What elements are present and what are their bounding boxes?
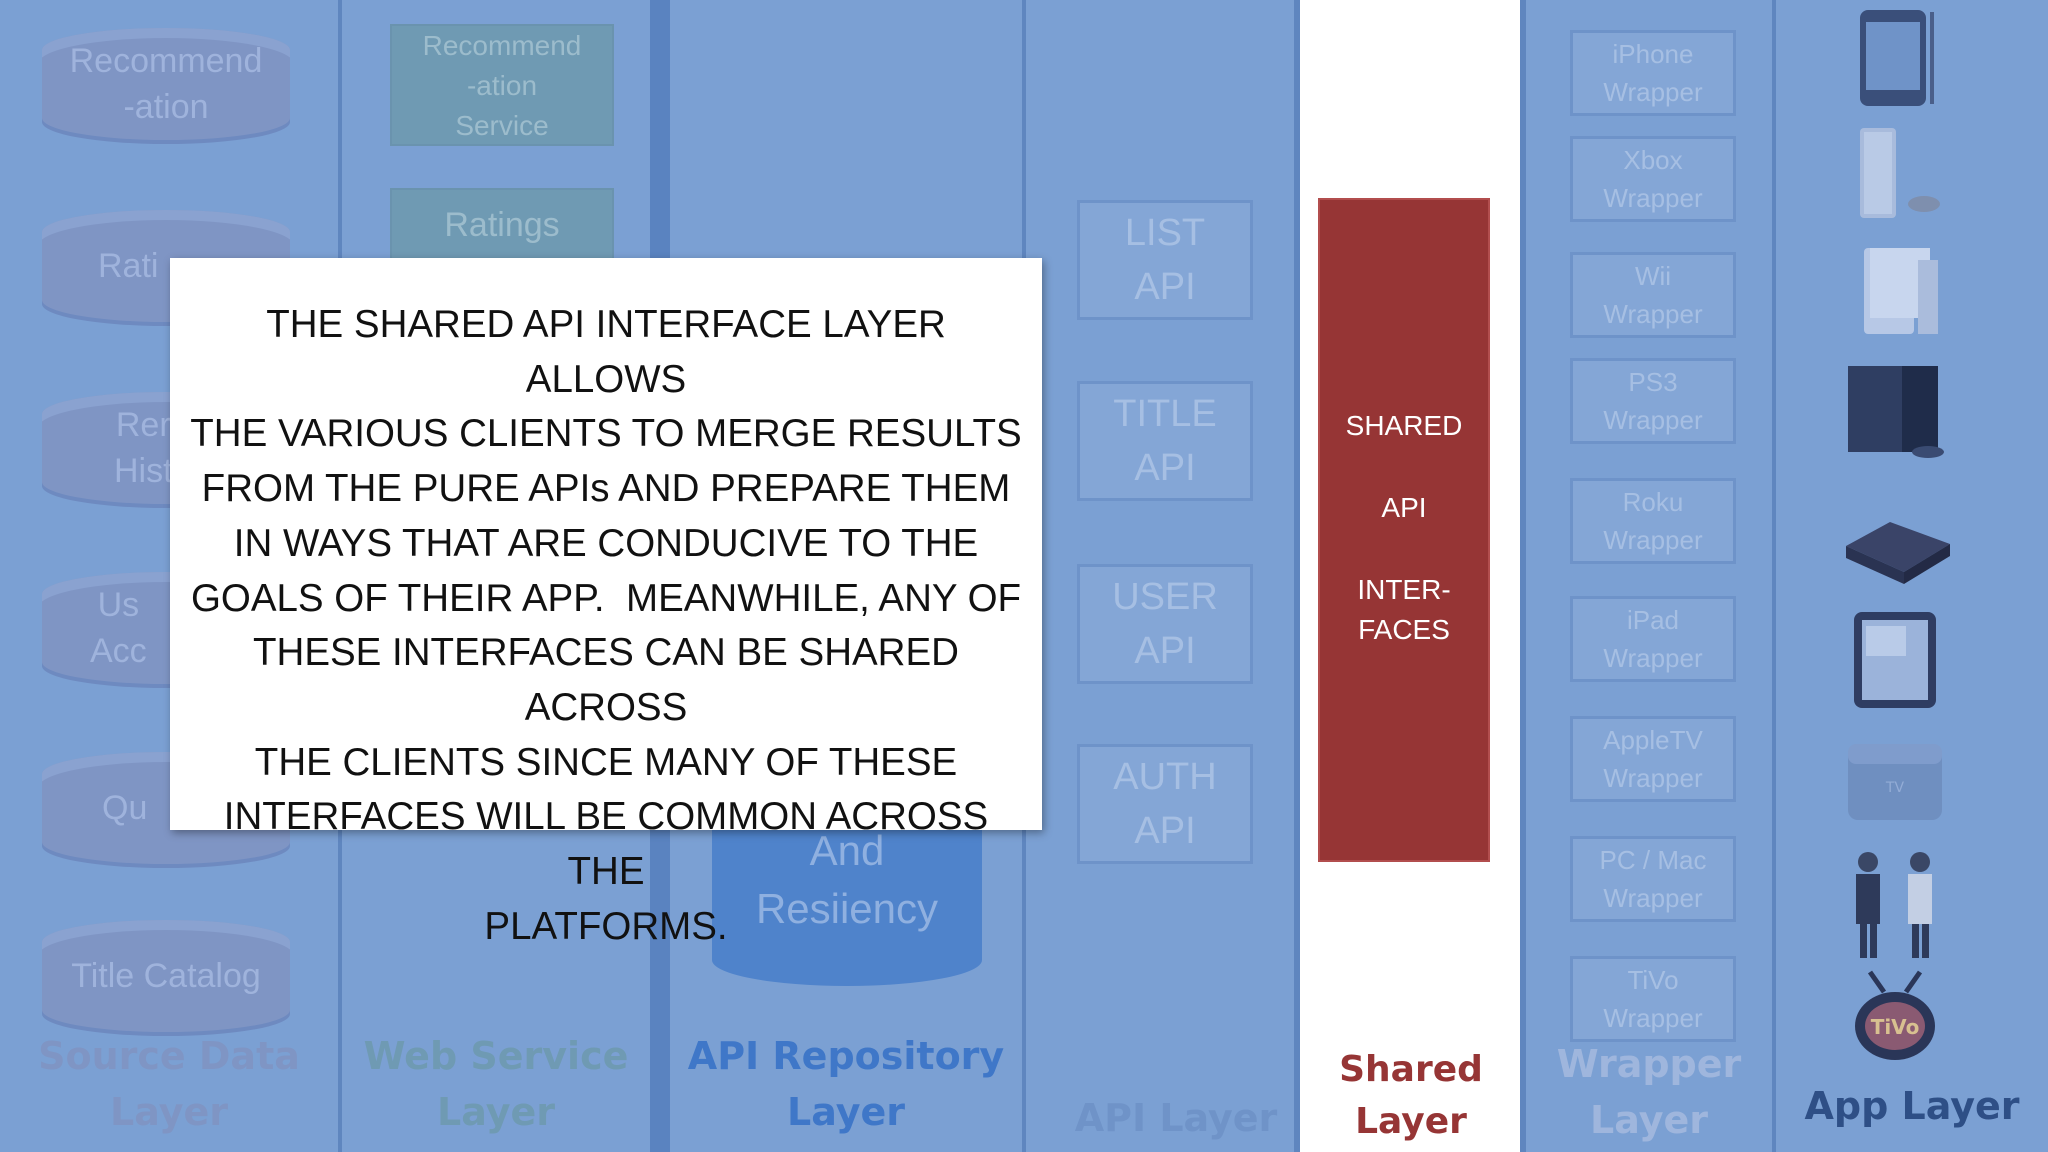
wrapper-line: Wrapper [1603, 525, 1703, 555]
svg-text:TV: TV [1885, 780, 1905, 796]
wrapper-line: AppleTV [1603, 725, 1703, 755]
shared-bar-line: SHARED [1345, 410, 1463, 441]
label-line: Shared [1339, 1049, 1483, 1090]
column-divider [1772, 0, 1776, 1152]
pc-mac-icon [1856, 852, 1932, 958]
callout-line: FROM THE PURE APIs AND PREPARE THEM [201, 467, 1011, 511]
label-line: Source Data [38, 1034, 300, 1078]
svg-text:TiVo: TiVo [1871, 1015, 1920, 1039]
app-layer-label: App Layer [1776, 1078, 2048, 1134]
api-box-line: LIST [1124, 212, 1206, 254]
pc-mac-wrapper-box: PC / Mac Wrapper [1570, 836, 1736, 922]
shared-bar-line: API [1381, 492, 1427, 523]
shared-bar-line: INTER- [1357, 574, 1451, 605]
api-repository-layer-label: API Repository Layer [670, 1028, 1022, 1140]
wrapper-line: Wrapper [1603, 883, 1703, 913]
wrapper-line: iPad [1626, 605, 1680, 635]
api-layer-label: API Layer [1026, 1090, 1326, 1146]
wrapper-line: Wrapper [1603, 299, 1703, 329]
label-line: Layer [787, 1090, 905, 1134]
ps3-wrapper-box: PS3 Wrapper [1570, 358, 1736, 444]
api-box-line: API [1134, 810, 1196, 852]
resiliency-line: And [809, 827, 885, 874]
roku-icon [1846, 522, 1950, 584]
resiliency-line: Resiiency [755, 885, 939, 932]
iphone-wrapper-box: iPhone Wrapper [1570, 30, 1736, 116]
ps3-icon [1848, 366, 1944, 458]
shared-bar-line: FACES [1358, 614, 1450, 645]
title-api-box: TITLE API [1077, 381, 1253, 501]
label-line: Wrapper [1556, 1042, 1742, 1086]
wrapper-line: Wrapper [1603, 763, 1703, 793]
list-api-box: LIST API [1077, 200, 1253, 320]
ipad-wrapper-box: iPad Wrapper [1570, 596, 1736, 682]
source-cylinder-recommendation: Recommend -ation [42, 28, 290, 140]
wrapper-line: Wrapper [1603, 77, 1703, 107]
wrapper-layer-label: Wrapper Layer [1526, 1036, 1772, 1148]
wrapper-line: Wrapper [1603, 183, 1703, 213]
ipad-icon [1854, 612, 1936, 708]
callout-line: PLATFORMS. [484, 904, 728, 948]
wrapper-line: Roku [1622, 487, 1684, 517]
xbox-icon [1860, 128, 1940, 218]
label-line: API Layer [1074, 1096, 1278, 1140]
wrapper-line: Wrapper [1603, 405, 1703, 435]
label-line: Layer [110, 1090, 228, 1134]
label-line: Layer [1590, 1098, 1708, 1142]
tivo-icon: TiVo [1855, 970, 1935, 1060]
wrapper-line: PC / Mac [1599, 845, 1707, 875]
explanation-callout: THE SHARED API INTERFACE LAYER ALLOWS TH… [170, 258, 1042, 948]
shared-api-interfaces-bar: SHARED API INTER- FACES [1318, 198, 1490, 862]
label-line: App Layer [1804, 1084, 2020, 1128]
xbox-wrapper-box: Xbox Wrapper [1570, 136, 1736, 222]
wrapper-line: Wrapper [1603, 643, 1703, 673]
wrapper-line: TiVo [1627, 965, 1679, 995]
source-cylinder-title-catalog: Title Catalog [42, 920, 290, 1032]
callout-line: GOALS OF THEIR APP. MEANWHILE, ANY OF [190, 576, 1022, 620]
user-api-box: USER API [1077, 564, 1253, 684]
api-box-line: API [1134, 266, 1196, 308]
wrapper-line: iPhone [1612, 39, 1694, 69]
wii-wrapper-box: Wii Wrapper [1570, 252, 1736, 338]
label-line: Layer [437, 1090, 555, 1134]
label-line: Layer [1355, 1101, 1467, 1142]
api-box-line: API [1134, 447, 1196, 489]
wrapper-line: Xbox [1623, 145, 1683, 175]
appletv-wrapper-box: AppleTV Wrapper [1570, 716, 1736, 802]
callout-line: THE VARIOUS CLIENTS TO MERGE RESULTS [190, 412, 1022, 456]
api-box-line: AUTH [1113, 756, 1217, 798]
api-box-line: API [1134, 630, 1196, 672]
callout-line: INTERFACES WILL BE COMMON ACROSS THE [223, 795, 989, 894]
api-box-line: USER [1112, 576, 1218, 618]
ratings-service-box: Ratings [390, 188, 614, 262]
callout-line: THESE INTERFACES CAN BE SHARED ACROSS [253, 631, 959, 729]
callout-line: THE CLIENTS SINCE MANY OF THESE [254, 740, 958, 784]
auth-api-box: AUTH API [1077, 744, 1253, 864]
wrapper-line: Wrapper [1603, 1003, 1703, 1033]
column-divider [1520, 0, 1526, 1152]
wrapper-line: PS3 [1628, 367, 1678, 397]
api-box-line: TITLE [1113, 393, 1217, 435]
recommendation-service-box: Recommend -ation Service [390, 24, 614, 146]
label-line: API Repository [687, 1034, 1005, 1078]
iphone-icon [1860, 10, 1934, 106]
source-data-layer-label: Source Data Layer [0, 1028, 338, 1140]
callout-line: IN WAYS THAT ARE CONDUCIVE TO THE [233, 521, 979, 565]
label-line: Web Service [363, 1034, 629, 1078]
column-divider [1294, 0, 1300, 1152]
wrapper-line: Wii [1634, 261, 1672, 291]
tivo-wrapper-box: TiVo Wrapper [1570, 956, 1736, 1042]
roku-wrapper-box: Roku Wrapper [1570, 478, 1736, 564]
appletv-icon: TV [1848, 744, 1942, 820]
shared-layer-label: Shared Layer [1300, 1044, 1522, 1148]
callout-line: THE SHARED API INTERFACE LAYER ALLOWS [266, 303, 946, 401]
web-service-layer-label: Web Service Layer [342, 1028, 650, 1140]
wii-icon [1864, 248, 1938, 334]
